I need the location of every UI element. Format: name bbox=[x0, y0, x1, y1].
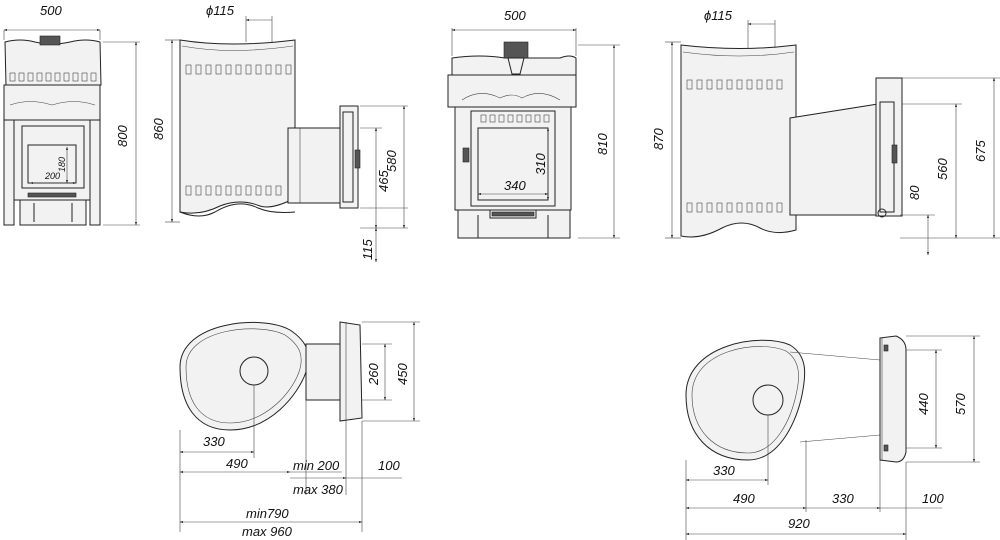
dim-max-960: max 960 bbox=[242, 524, 293, 539]
dim-330-tunnel: 330 bbox=[832, 491, 854, 506]
front-view-large-dims: 500 810 340 310 bbox=[451, 8, 620, 239]
dim-490: 490 bbox=[226, 456, 248, 471]
dim-max-380: max 380 bbox=[293, 482, 344, 497]
dim-tunnel-height-560: 560 bbox=[935, 158, 950, 180]
dim-490-large: 490 bbox=[733, 491, 755, 506]
front-view-small-dims: 500 800 200 180 bbox=[3, 3, 140, 226]
front-view-large-stove bbox=[447, 41, 577, 239]
dim-flue-diameter: ϕ115 bbox=[206, 3, 235, 18]
dim-100-small: 100 bbox=[378, 458, 400, 473]
dim-tunnel-height-465: 465 bbox=[376, 170, 391, 192]
front-view-small-stove bbox=[3, 35, 102, 226]
dim-min-200: min 200 bbox=[293, 458, 340, 473]
dim-330: 330 bbox=[203, 434, 225, 449]
dim-door-height-675: 675 bbox=[973, 140, 988, 162]
dim-base-115: 115 bbox=[360, 239, 375, 260]
side-view-small-stove bbox=[179, 39, 361, 217]
dim-height-800: 800 bbox=[115, 125, 130, 147]
dim-920: 920 bbox=[788, 516, 810, 531]
dim-tunnel-440: 440 bbox=[916, 393, 931, 415]
dim-width-500-large: 500 bbox=[504, 8, 526, 23]
dim-100-large: 100 bbox=[922, 491, 944, 506]
dim-min-790: min790 bbox=[246, 506, 289, 521]
side-view-large-stove bbox=[680, 44, 903, 238]
dim-tunnel-260: 260 bbox=[366, 363, 381, 386]
plan-view-large-dims: 440 570 330 490 330 100 920 bbox=[685, 335, 980, 540]
dim-base-80: 80 bbox=[907, 185, 922, 200]
plan-view-small-dims: 260 450 330 490 min 200 max 380 100 min7… bbox=[179, 321, 420, 539]
dim-door-450: 450 bbox=[395, 363, 410, 385]
side-view-small-dims: ϕ115 860 580 465 115 bbox=[151, 3, 408, 263]
dim-fire-height-310: 310 bbox=[533, 153, 548, 175]
dim-height-860: 860 bbox=[151, 118, 166, 140]
dim-flue-diameter-large: ϕ115 bbox=[704, 8, 733, 23]
side-view-large-dims: ϕ115 870 675 560 80 bbox=[651, 8, 1000, 256]
dim-height-870: 870 bbox=[651, 128, 666, 150]
plan-view-small-stove bbox=[179, 321, 363, 431]
dim-fire-width-200: 200 bbox=[44, 171, 60, 181]
dim-330-large: 330 bbox=[713, 463, 735, 478]
dim-door-height-580: 580 bbox=[384, 150, 399, 172]
dim-fire-width-340: 340 bbox=[504, 178, 526, 193]
plan-view-large-stove bbox=[685, 335, 907, 463]
dim-fire-height-180: 180 bbox=[57, 157, 67, 172]
dim-height-810: 810 bbox=[595, 133, 610, 155]
dim-door-570: 570 bbox=[953, 393, 968, 415]
dim-width-500: 500 bbox=[40, 3, 62, 18]
